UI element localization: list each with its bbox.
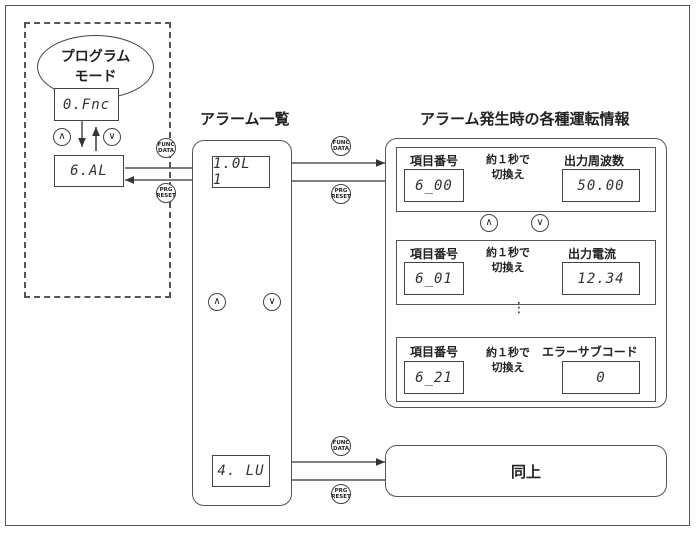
prg-key-text: PRG bbox=[159, 187, 173, 193]
value-label: 出力周波数 bbox=[564, 154, 625, 168]
lcd-item-code: 6_01 bbox=[404, 262, 464, 295]
switch-label-line2: 切換え bbox=[491, 261, 525, 274]
data-key-text: DATA bbox=[158, 148, 174, 154]
lcd-program-top: 0.Fnc bbox=[54, 88, 119, 121]
up-key-icon: ∧ bbox=[53, 128, 71, 146]
up-key-icon: ∧ bbox=[208, 293, 226, 311]
same-as-above-panel: 同上 bbox=[385, 445, 667, 497]
switch-label-line2: 切換え bbox=[491, 361, 525, 374]
ellipsis: ⋮ bbox=[512, 300, 526, 316]
lcd-alarm-first: 1.0L 1 bbox=[212, 156, 270, 188]
down-key-icon: ∨ bbox=[531, 214, 549, 232]
func-key-text: FUNC bbox=[332, 140, 350, 146]
alarm-list-panel bbox=[192, 140, 292, 506]
program-mode-label-line1: プログラム bbox=[60, 49, 131, 65]
reset-key-text: RESET bbox=[156, 193, 176, 199]
switch-label-line2: 切換え bbox=[491, 168, 525, 181]
up-key-icon: ∧ bbox=[480, 214, 498, 232]
same-as-above-label: 同上 bbox=[510, 462, 541, 481]
alarm-list-title: アラーム一覧 bbox=[200, 110, 290, 128]
prg-key-text: PRG bbox=[334, 188, 348, 194]
lcd-value: 50.00 bbox=[562, 169, 640, 202]
switch-label: 約１秒で 切換え bbox=[486, 245, 530, 275]
switch-label: 約１秒で 切換え bbox=[486, 345, 530, 375]
func-key-text: FUNC bbox=[332, 440, 350, 446]
program-mode-group bbox=[24, 22, 171, 298]
program-mode-label-line2: モード bbox=[74, 69, 117, 85]
switch-label: 約１秒で 切換え bbox=[486, 152, 530, 182]
down-key-icon: ∨ bbox=[263, 293, 281, 311]
item-number-label: 項目番号 bbox=[410, 247, 459, 261]
lcd-alarm-last: 4. LU bbox=[212, 455, 270, 487]
lcd-item-code: 6_21 bbox=[404, 361, 464, 394]
reset-key-text: RESET bbox=[331, 494, 351, 500]
prg-key-text: PRG bbox=[334, 488, 348, 494]
value-label: エラーサブコード bbox=[542, 345, 638, 359]
data-key-text: DATA bbox=[333, 146, 349, 152]
value-label: 出力電流 bbox=[568, 247, 617, 261]
lcd-value: 12.34 bbox=[562, 262, 640, 295]
diagram-frame bbox=[5, 5, 690, 526]
lcd-item-code: 6_00 bbox=[404, 169, 464, 202]
switch-label-line1: 約１秒で bbox=[486, 346, 530, 359]
lcd-value: 0 bbox=[562, 361, 640, 394]
item-number-label: 項目番号 bbox=[410, 345, 459, 359]
item-number-label: 項目番号 bbox=[410, 154, 459, 168]
data-key-text: DATA bbox=[333, 446, 349, 452]
reset-key-text: RESET bbox=[331, 194, 351, 200]
running-info-title: アラーム発生時の各種運転情報 bbox=[420, 110, 630, 128]
down-key-icon: ∨ bbox=[103, 128, 121, 146]
lcd-program-bottom: 6.AL bbox=[54, 155, 124, 187]
switch-label-line1: 約１秒で bbox=[486, 246, 530, 259]
program-mode-label: プログラム モード bbox=[37, 35, 154, 99]
func-key-text: FUNC bbox=[157, 142, 175, 148]
switch-label-line1: 約１秒で bbox=[486, 153, 530, 166]
